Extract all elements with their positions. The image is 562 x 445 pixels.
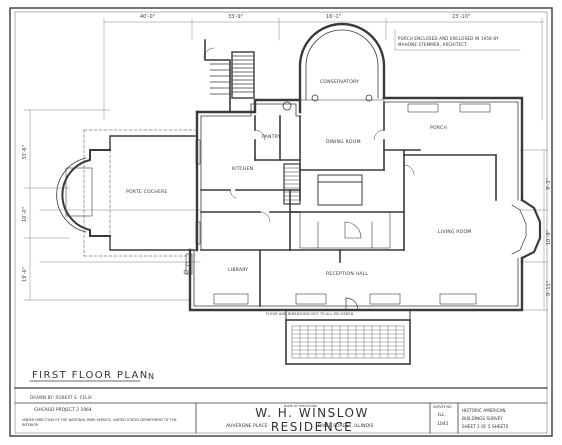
dim-left-3: 19'-6"	[22, 266, 28, 282]
windows	[185, 103, 491, 305]
dim-right-1: 9'-3"	[546, 178, 552, 190]
hab-line-2: BUILDINGS SURVEY	[462, 416, 503, 421]
dimension-lines	[23, 17, 549, 311]
title-block-address-left: AUVERGNE PLACE	[226, 424, 268, 429]
sheet-border	[9, 7, 553, 437]
back-stair	[204, 39, 255, 113]
dim-left-2: 10'-0"	[22, 206, 28, 222]
main-stair	[283, 163, 301, 205]
title-block-heading: NAME OF STRUCTURE	[284, 404, 317, 408]
dim-top-4: 23'-10"	[452, 14, 471, 20]
door-swings	[203, 47, 415, 223]
room-label-porch: PORCH	[430, 126, 448, 131]
hab-line-3: SHEET 2 OF 5 SHEETS	[462, 424, 509, 429]
front-terrace	[285, 297, 411, 365]
room-label-dining-room: DINING ROOM	[326, 140, 361, 145]
room-label-porte-cochere: PORTE COCHERE	[126, 190, 168, 195]
room-label-living-room: LIVING ROOM	[438, 230, 472, 235]
survey-number: ILL.	[438, 413, 446, 418]
living-room-bay	[511, 198, 542, 260]
dim-top-3: 16'-1"	[326, 14, 342, 20]
exterior-walls	[188, 96, 524, 312]
room-label-conservatory: CONSERVATORY	[320, 80, 360, 85]
plan-title: FIRST FLOOR PLAN	[32, 370, 149, 381]
room-label-kitchen: KITCHEN	[232, 167, 254, 172]
north-arrow-icon: N	[148, 372, 154, 381]
title-block-project: CHICAGO PROJECT 2 1964	[34, 408, 92, 413]
survey-label: SURVEY NO.	[433, 405, 453, 409]
room-label-pantry: PANTRY	[262, 135, 281, 140]
dim-right-3: 9'-11"	[546, 280, 552, 296]
dim-top-1: 40'-0"	[140, 14, 156, 20]
conservatory-arc	[298, 22, 386, 102]
drawing-title: W. H. WINSLOW RESIDENCE	[255, 406, 369, 434]
dim-left-1: 33'-6"	[22, 144, 28, 160]
porch-note: PORCH ENCLOSED AND ENCLOSED IN 1958 BY M…	[398, 36, 499, 47]
hab-line-1: HISTORIC AMERICAN	[462, 408, 506, 413]
survey-number-2: 1041	[437, 422, 449, 427]
drawn-by: DRAWN BY: ROBERT E. FELIX	[30, 395, 92, 400]
title-block-frame	[14, 380, 548, 434]
title-block-address-right: RIVER FOREST, ILLINOIS	[318, 424, 374, 429]
title-block-agency: UNDER DIRECTION OF THE NATIONAL PARK SER…	[22, 418, 177, 427]
dim-top-2: 33'-9"	[228, 14, 244, 20]
dim-right-2: 10'-9"	[546, 229, 552, 245]
fireplace	[299, 174, 391, 249]
scale-note: FLOOR AND DIMENSIONS NOT TO ALL RECORDED	[266, 312, 354, 316]
room-label-reception-hall: RECEPTION HALL	[326, 272, 369, 277]
porte-cochere-outline	[56, 129, 196, 257]
room-label-library: LIBRARY	[228, 268, 249, 273]
